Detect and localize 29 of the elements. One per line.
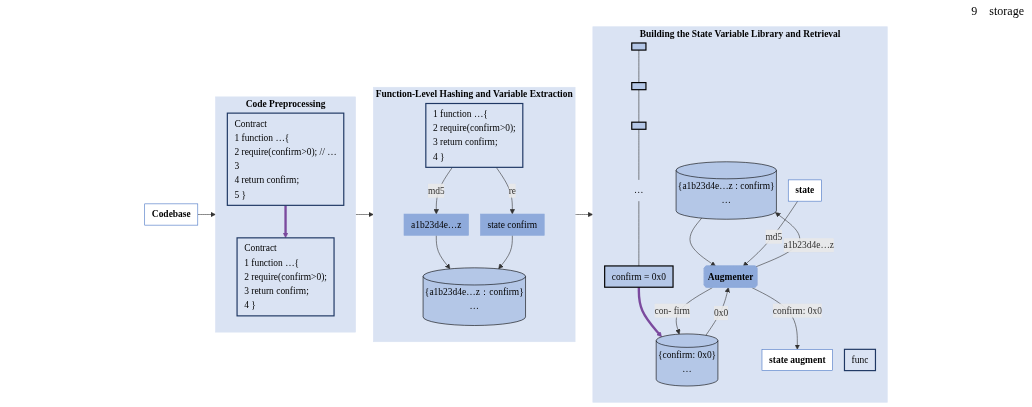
connector — [638, 129, 640, 181]
edge-label: re — [508, 185, 517, 196]
node-box: Contract 1 function …{ 2 require(confirm>0); 3 return confirm; 4 } — [236, 237, 335, 317]
node-text: … — [634, 185, 644, 196]
edge-label: con- firm — [654, 305, 690, 316]
edge-label: confirm: 0x0 — [772, 305, 822, 316]
node-box — [631, 121, 647, 130]
node-box: 1 function …{ 2 require(confirm>0); 3 return confirm; 4 } — [425, 102, 524, 168]
edge-label: md5 — [427, 185, 445, 196]
node-box: Contract 1 function …{ 2 require(confirm>0); // … 3 4 return confirm; 5 } — [226, 112, 345, 206]
arrow — [637, 287, 662, 338]
note-text: storage — [989, 4, 1024, 19]
edge-label: 0x0 — [713, 307, 729, 318]
connector — [638, 89, 640, 123]
node-box: a1b23d4e…z — [403, 213, 469, 236]
node-box: state confirm — [480, 213, 545, 236]
node-box: state — [787, 179, 822, 202]
note-text: 9 — [971, 4, 978, 19]
node-box: func — [843, 348, 877, 372]
node-box: confirm = 0x0 — [604, 265, 674, 288]
connector — [638, 49, 640, 83]
connector — [638, 200, 640, 267]
arrow — [282, 205, 289, 239]
edge-label: md5 — [765, 231, 783, 242]
edge-label: a1b23d4e…z — [783, 239, 835, 250]
node-box — [631, 42, 647, 51]
node-box — [631, 82, 647, 91]
node-box: state augment — [761, 349, 833, 371]
node-box: Codebase — [144, 203, 199, 226]
